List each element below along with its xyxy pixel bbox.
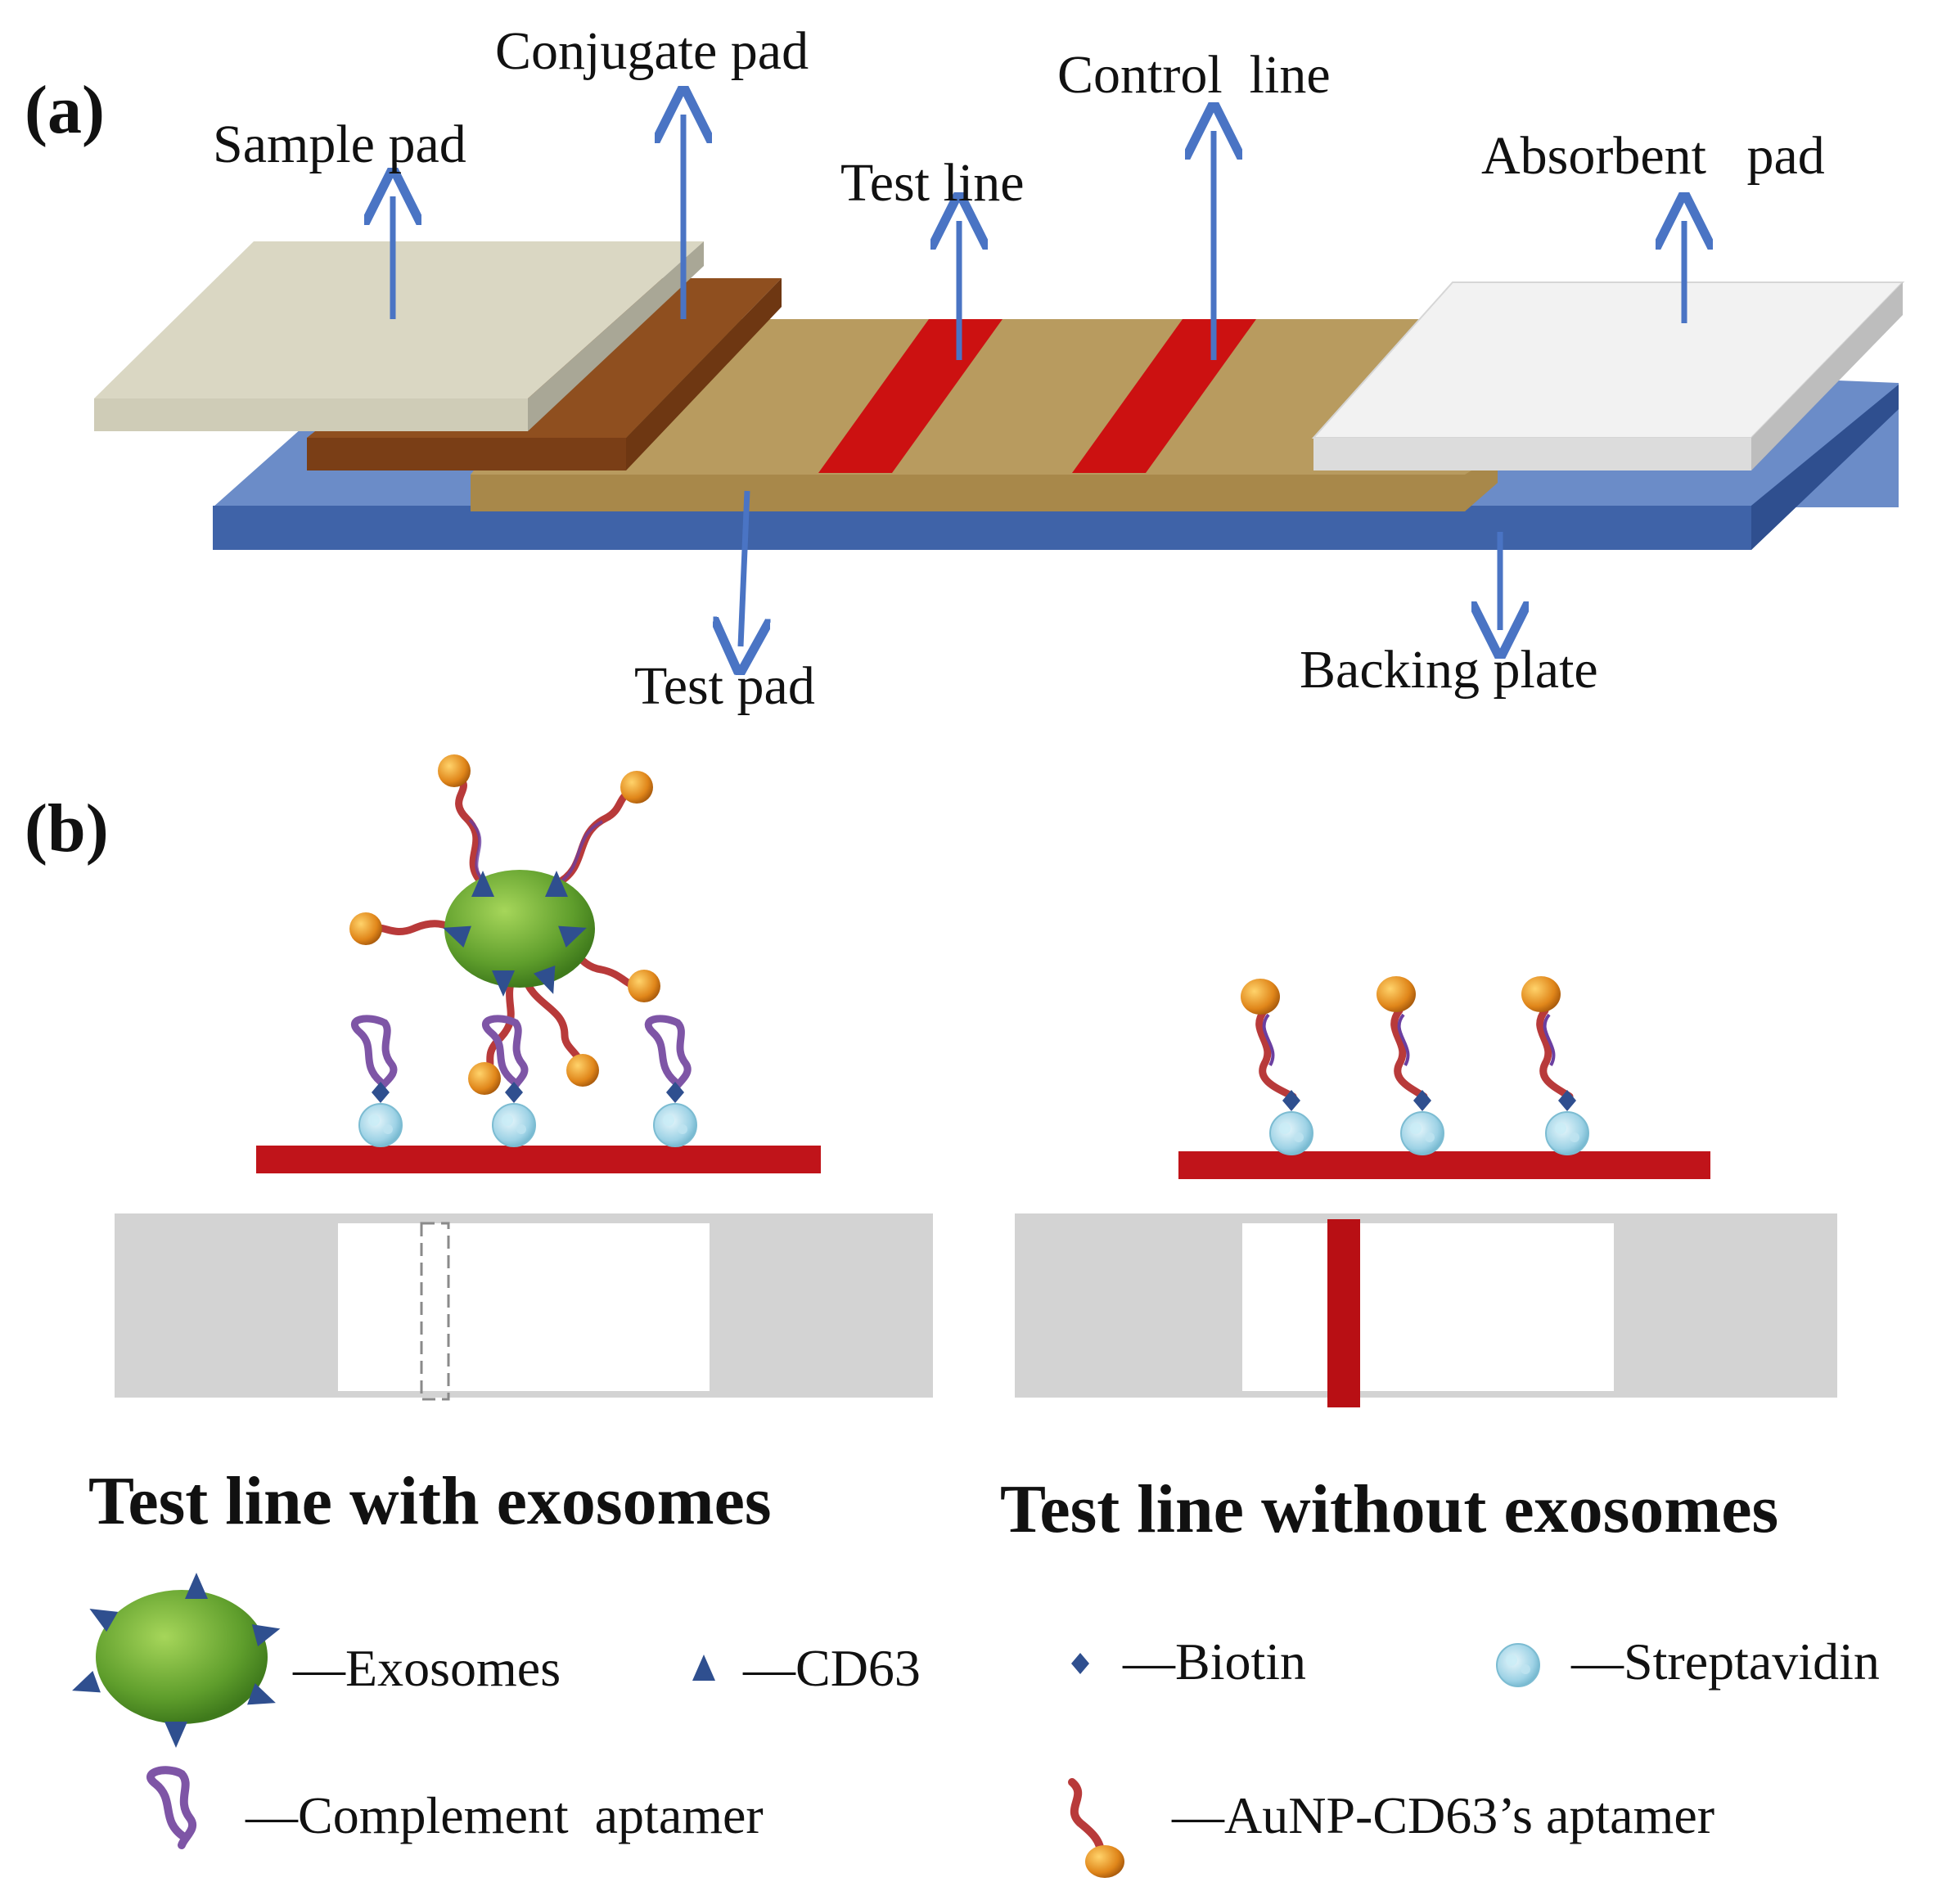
legend-cd63-symbol [692, 1655, 715, 1681]
label-test-line: Test line [840, 153, 1025, 213]
absorbent-pad [1311, 281, 1905, 470]
label-arrows [393, 115, 1684, 646]
control-line-stripe [1072, 319, 1256, 473]
legend-exosomes: —Exosomes [292, 1639, 561, 1697]
panel-label-b: (b) [25, 790, 109, 867]
sample-pad [94, 241, 704, 431]
caption-with-exosomes: Test line with exosomes [88, 1463, 772, 1539]
legend-biotin: —Biotin [1122, 1632, 1306, 1691]
legend-aunp-aptamer: —AuNP-CD63’s aptamer [1171, 1786, 1714, 1844]
label-backing-plate: Backing plate [1300, 640, 1598, 700]
lateral-flow-strip [94, 115, 1905, 646]
legend-exosome-symbol [68, 1573, 284, 1748]
label-sample-pad: Sample pad [213, 115, 466, 174]
label-test-pad: Test pad [634, 656, 815, 716]
label-control-line: Control line [1057, 45, 1331, 105]
legend-complement-aptamer: —Complement aptamer [245, 1786, 764, 1844]
legend-cd63: —CD63 [742, 1639, 921, 1697]
label-conjugate-pad: Conjugate pad [495, 21, 809, 81]
strip-with-exosomes [115, 1213, 933, 1401]
legend-streptavidin: —Streptavidin [1570, 1632, 1880, 1691]
strip-without-exosomes [1015, 1213, 1837, 1407]
label-absorbent-pad: Absorbent pad [1481, 126, 1825, 186]
legend-streptavidin-symbol [1496, 1643, 1540, 1687]
legend-aunp-symbol [1068, 1778, 1124, 1878]
left-capture-molecules [256, 1015, 821, 1173]
legend-biotin-symbol [1071, 1653, 1089, 1674]
panel-label-a: (a) [25, 72, 105, 148]
exosome-complex [349, 754, 660, 1095]
legend-complement-symbol [146, 1766, 197, 1849]
caption-without-exosomes: Test line without exosomes [1000, 1471, 1778, 1547]
legend: —Exosomes —CD63 —Biotin —Streptavidin —C… [68, 1573, 1880, 1878]
right-capture-molecules [1178, 976, 1710, 1179]
